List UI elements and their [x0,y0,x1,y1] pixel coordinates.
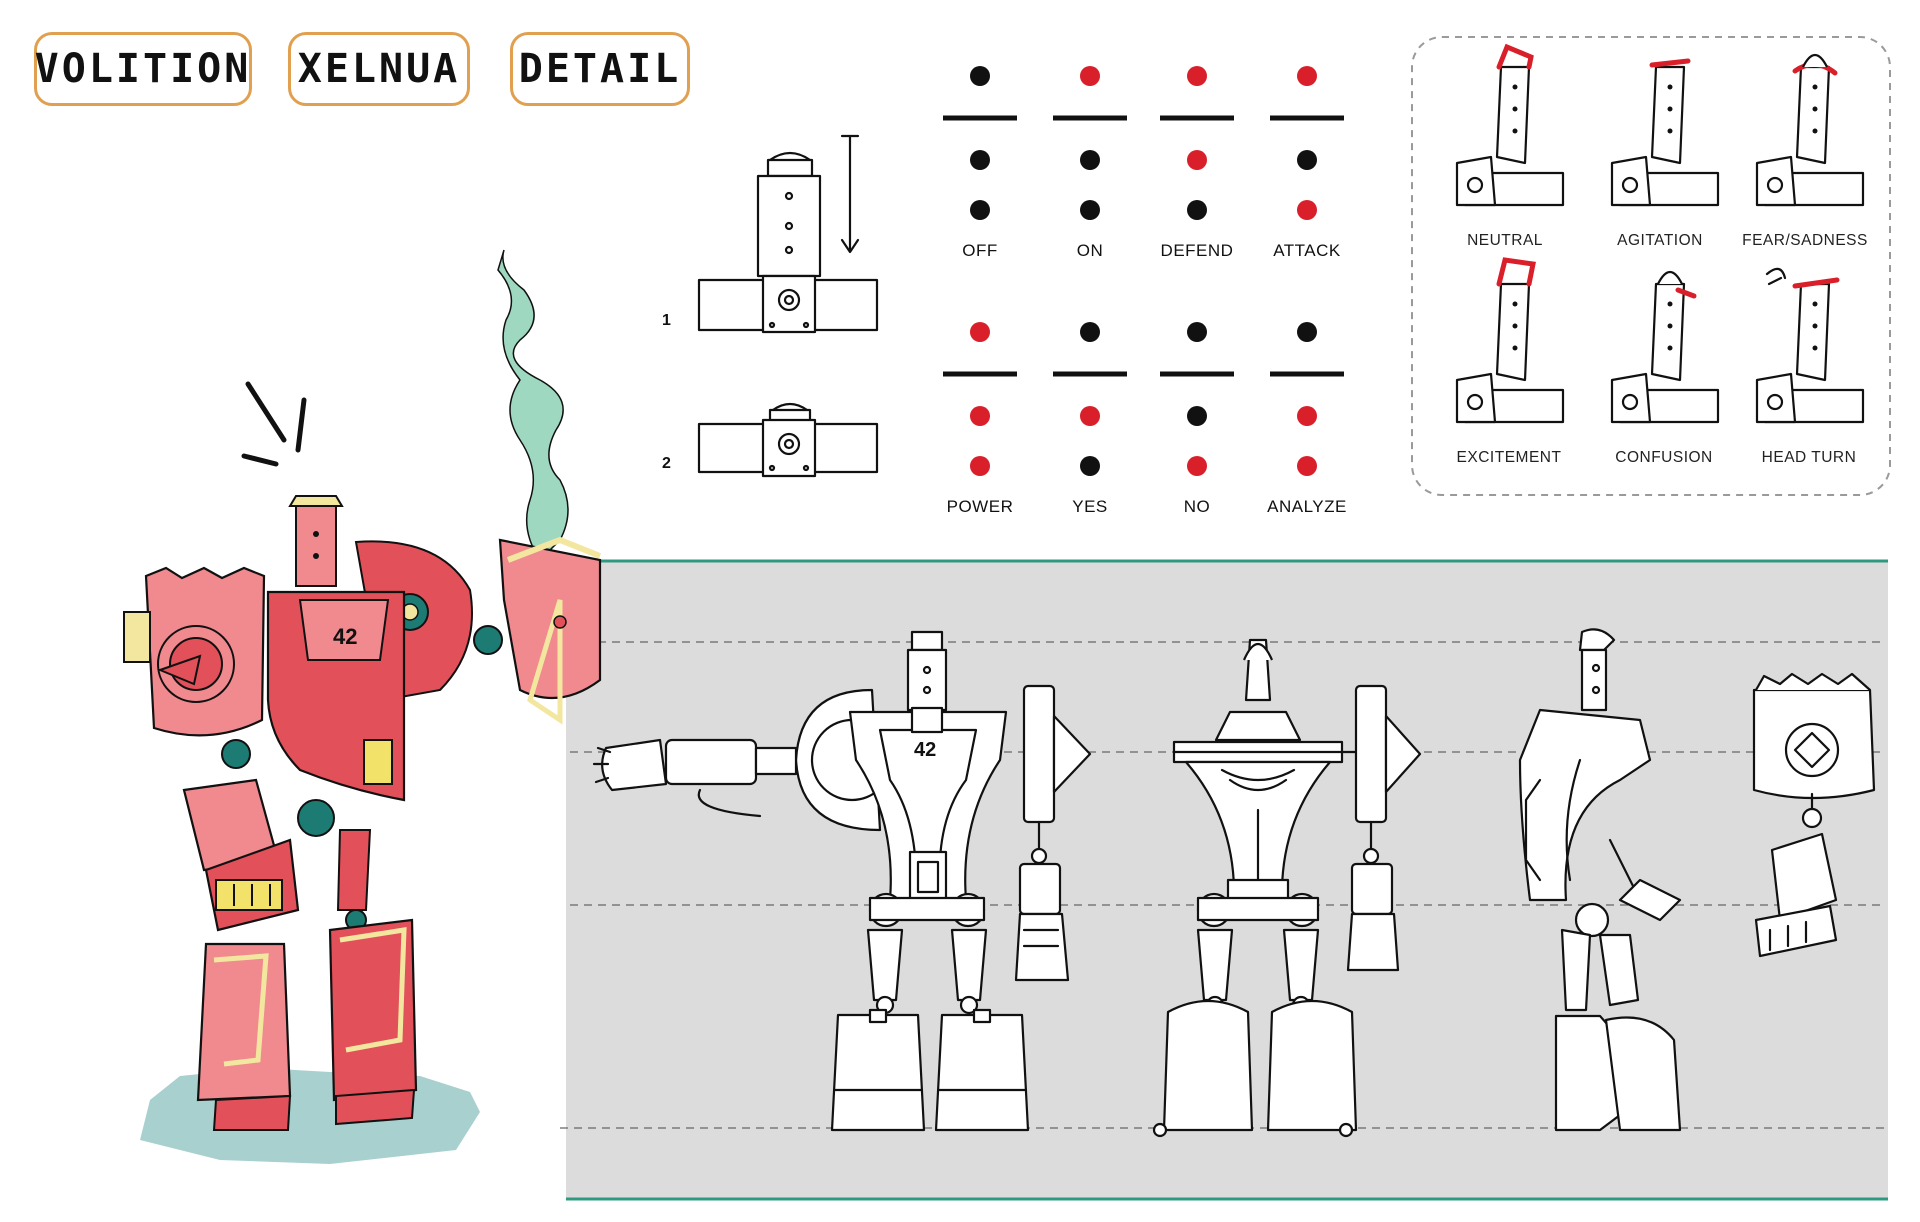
signal-label: DEFEND [1161,241,1234,260]
head-step-2-number: 2 [662,455,671,472]
signal-label: ON [1077,241,1104,260]
signal-label: ATTACK [1273,241,1341,260]
head-position-diagram: 1 2 [662,134,879,478]
signal-label: NO [1184,497,1211,516]
signal-defend: DEFEND [1160,66,1234,260]
back-view-robot [1152,638,1422,1138]
signal-light-red [1187,66,1207,86]
emotion-excitement: EXCITEMENT [1455,257,1565,466]
signal-power: POWER [943,322,1017,516]
emotion-confusion: CONFUSION [1610,270,1720,466]
signal-no: NO [1160,322,1234,516]
emotion-agitation: AGITATION [1610,58,1720,249]
signal-light-red [970,322,990,342]
ground-shadow [140,1068,480,1164]
emotion-label: FEAR/SADNESS [1742,232,1868,249]
head-raised-illustration [697,151,879,334]
emotion-label: AGITATION [1617,232,1703,249]
emotion-label: NEUTRAL [1467,232,1543,249]
emotion-neutral: NEUTRAL [1455,43,1565,249]
hero-robot-illustration: 42 [123,249,602,1164]
signal-label: OFF [962,241,998,260]
chest-number-front: 42 [914,739,936,761]
signal-lights-top-row: OFF ON DEFEND ATTACK [943,66,1344,260]
signal-light-black [1187,406,1207,426]
signal-label: ANALYZE [1267,497,1347,516]
signal-light-black [1297,150,1317,170]
signal-light-black [1080,150,1100,170]
orthographic-panel: 42 [560,559,1888,1201]
signal-lights-bottom-row: POWER YES NO ANALYZE [943,322,1347,516]
signal-light-red [970,406,990,426]
signal-label: YES [1072,497,1108,516]
signal-yes: YES [1053,322,1127,516]
emotion-label: HEAD TURN [1762,449,1857,466]
emotion-label: EXCITEMENT [1457,449,1562,466]
signal-light-black [1187,322,1207,342]
signal-light-black [1080,456,1100,476]
signal-light-red [970,456,990,476]
emotions-panel: NEUTRAL AGITATION FEAR/SADNESS EXCITEMENT CO… [1455,43,1868,466]
signal-light-red [1187,456,1207,476]
chest-number: 42 [333,624,357,649]
tab-detail[interactable]: DETAIL [510,32,690,106]
emotion-label: CONFUSION [1615,449,1713,466]
signal-light-black [1080,322,1100,342]
emotion-head-turn: HEAD TURN [1755,267,1865,466]
signal-on: ON [1053,66,1127,260]
signal-analyze: ANALYZE [1267,322,1347,516]
tab-volition[interactable]: VOLITION [34,32,252,106]
smoke-plume [497,249,569,562]
signal-label: POWER [947,497,1014,516]
signal-light-black [970,200,990,220]
signal-light-red [1080,66,1100,86]
emotions-panel-border [1411,36,1891,496]
tab-xelnua[interactable]: XELNUA [288,32,470,106]
head-step-1-number: 1 [662,312,671,329]
signal-light-black [1187,200,1207,220]
front-view-robot: 42 [592,630,1092,1132]
signal-light-red [1297,406,1317,426]
emotion-fear-sadness: FEAR/SADNESS [1742,53,1868,249]
signal-light-red [1297,456,1317,476]
alert-lines-icon [241,381,307,467]
head-lowered-illustration [697,402,879,478]
signal-attack: ATTACK [1270,66,1344,260]
signal-light-black [970,150,990,170]
side-view-robot [1518,628,1876,1132]
signal-light-black [1297,322,1317,342]
signal-light-red [1297,200,1317,220]
signal-light-black [1080,200,1100,220]
signal-off: OFF [943,66,1017,260]
signal-light-black [970,66,990,86]
signal-light-red [1187,150,1207,170]
signal-light-red [1297,66,1317,86]
signal-light-red [1080,406,1100,426]
